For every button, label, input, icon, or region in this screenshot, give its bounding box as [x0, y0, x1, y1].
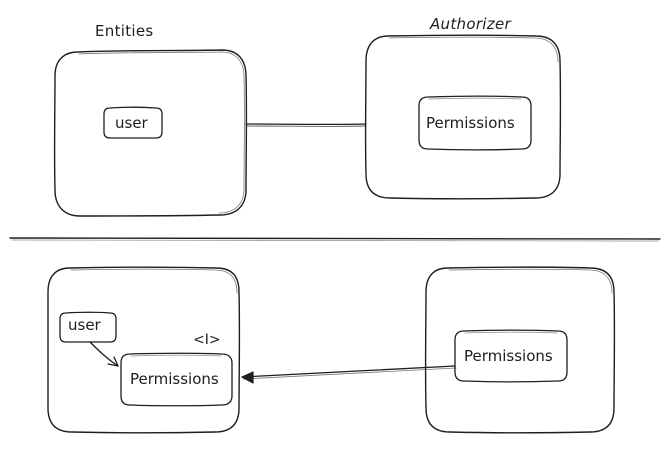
authorizer-label: Authorizer — [430, 15, 511, 33]
user-label-bottom: user — [68, 316, 101, 334]
bottom-right-container — [424, 266, 616, 434]
permissions-box-bottom-right — [454, 329, 568, 383]
connector-line-top — [245, 123, 367, 127]
entities-container — [53, 49, 248, 217]
permissions-label-top: Permissions — [426, 114, 515, 132]
implementation-arrow — [241, 365, 457, 384]
permissions-box-top — [418, 95, 532, 151]
user-box-top — [103, 106, 163, 139]
entities-label: Entities — [95, 22, 154, 40]
permissions-label-bottom-right: Permissions — [464, 347, 553, 365]
user-box-bottom — [59, 311, 117, 343]
interface-marker-label: <I> — [193, 332, 221, 348]
authorizer-container — [364, 34, 562, 200]
permissions-label-bottom-left: Permissions — [130, 370, 219, 388]
user-label-top: user — [115, 114, 148, 132]
user-to-permissions-arrow — [89, 341, 119, 367]
permissions-box-bottom-left — [120, 352, 233, 407]
bottom-left-container — [47, 266, 241, 434]
section-divider — [9, 237, 661, 242]
